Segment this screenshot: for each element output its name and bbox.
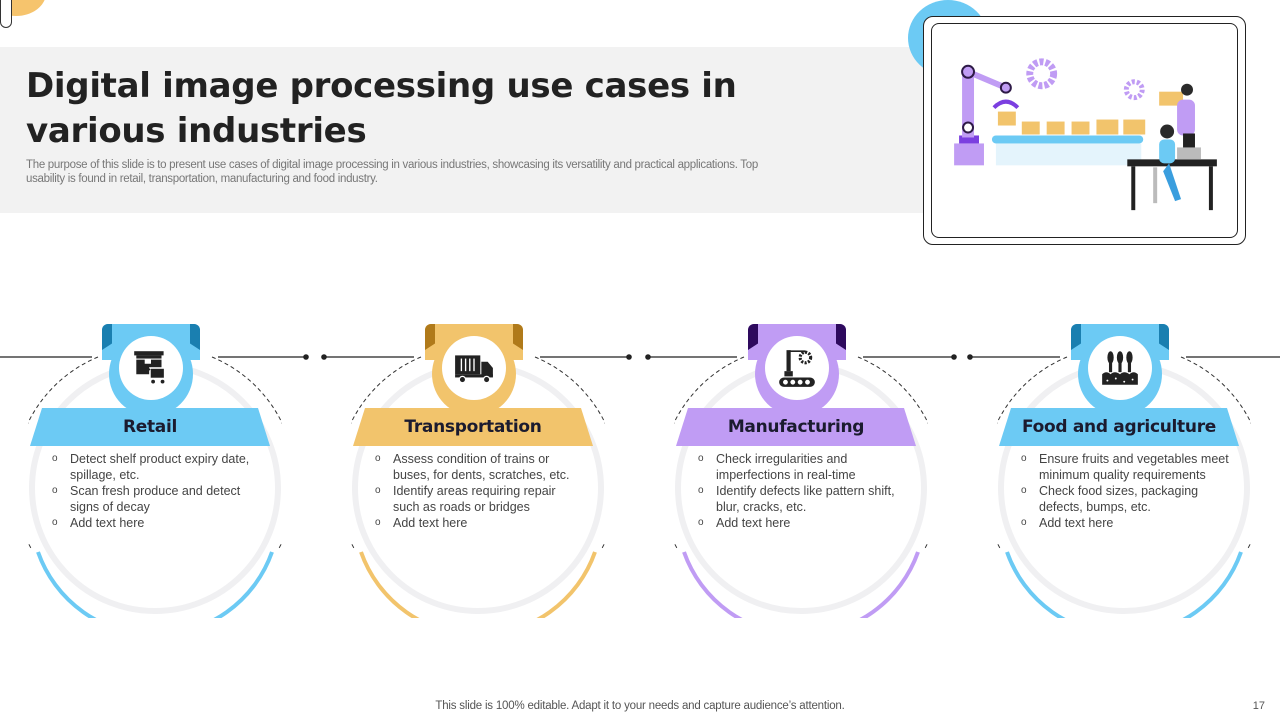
use-case-card-retail: Retail Detect shelf product expiry date,… — [14, 324, 294, 620]
card-bullet-list: Assess condition of trains or buses, for… — [375, 451, 585, 531]
corner-decoration-pill — [0, 0, 12, 28]
shop-cart-icon — [119, 336, 183, 400]
truck-icon — [442, 336, 506, 400]
card-accent-arc — [682, 551, 920, 618]
woman-legs — [1163, 163, 1182, 202]
card-tab-fold-right — [190, 324, 200, 350]
card-tab-fold-left — [425, 324, 435, 350]
card-bullet-list: Ensure fruits and vegetables meet minimu… — [1021, 451, 1231, 531]
connector-dot — [967, 354, 973, 360]
card-bullet-item: Add text here — [1021, 515, 1231, 531]
desk-leg — [1208, 166, 1213, 211]
gear-large-icon — [1026, 58, 1058, 90]
card-bullet-item: Identify areas requiring repair such as … — [375, 483, 585, 515]
robot-base — [954, 143, 984, 166]
card-tab-fold-left — [1071, 324, 1081, 350]
card-icon-badge — [755, 332, 839, 416]
card-icon-badge — [109, 332, 193, 416]
box — [1046, 121, 1065, 135]
connector-dot — [321, 354, 327, 360]
card-accent-arc — [359, 551, 597, 618]
conveyor-base — [995, 143, 1142, 166]
card-bullet-item: Ensure fruits and vegetables meet minimu… — [1021, 451, 1231, 483]
slide-subtitle: The purpose of this slide is to present … — [26, 159, 758, 185]
man-legs — [1183, 133, 1195, 156]
connector-dot — [626, 354, 632, 360]
slide-title: Digital image processing use cases in va… — [26, 66, 737, 151]
page-number: 17 — [1252, 700, 1265, 712]
card-icon-badge — [432, 332, 516, 416]
woman-body — [1159, 139, 1176, 164]
card-title: Manufacturing — [727, 417, 865, 437]
woman-head — [1160, 124, 1175, 139]
robot-joint-top — [961, 64, 976, 79]
card-tab-fold-right — [1159, 324, 1169, 350]
connector-dot — [303, 354, 309, 360]
box — [1096, 119, 1119, 135]
card-bullet-item: Assess condition of trains or buses, for… — [375, 451, 585, 483]
card-bullet-item: Check food sizes, packaging defects, bum… — [1021, 483, 1231, 515]
card-bullet-list: Check irregularities and imperfections i… — [698, 451, 908, 531]
robot-base-top — [959, 135, 979, 144]
card-bullet-item: Add text here — [698, 515, 908, 531]
card-title-banner: Food and agriculture — [999, 408, 1239, 446]
card-tab-fold-left — [102, 324, 112, 350]
card-accent-arc — [36, 551, 274, 618]
card-bullet-item: Add text here — [375, 515, 585, 531]
robotic-arm-conveyor-icon — [765, 336, 829, 400]
card-tab-fold-right — [513, 324, 523, 350]
card-bullet-item: Check irregularities and imperfections i… — [698, 451, 908, 483]
card-tab-fold-left — [748, 324, 758, 350]
card-title: Retail — [122, 417, 178, 437]
factory-conveyor-illustration — [931, 23, 1238, 238]
card-bullet-item: Detect shelf product expiry date, spilla… — [52, 451, 262, 483]
card-title-banner: Transportation — [353, 408, 593, 446]
card-title: Food and agriculture — [1021, 417, 1217, 437]
conveyor-belt — [991, 135, 1144, 144]
man-head — [1181, 83, 1193, 96]
card-title: Transportation — [404, 417, 542, 437]
box — [1123, 119, 1146, 135]
crops-plant-icon — [1088, 336, 1152, 400]
robot-column — [962, 75, 975, 138]
connector-dot — [951, 354, 957, 360]
use-case-card-food-agriculture: Food and agriculture Ensure fruits and v… — [983, 324, 1263, 620]
desk-leg — [1131, 166, 1136, 211]
card-bullet-item: Scan fresh produce and detect signs of d… — [52, 483, 262, 515]
connector-dot — [645, 354, 651, 360]
illustration-frame — [923, 16, 1246, 245]
footer-note: This slide is 100% editable. Adapt it to… — [435, 700, 845, 712]
chair — [1153, 167, 1158, 204]
card-bullet-list: Detect shelf product expiry date, spilla… — [52, 451, 262, 531]
card-bullet-item: Add text here — [52, 515, 262, 531]
factory-illustration-svg — [954, 58, 1217, 211]
card-tab-fold-right — [836, 324, 846, 350]
use-case-card-manufacturing: Manufacturing Check irregularities and i… — [660, 324, 940, 620]
carried-box — [1159, 91, 1184, 106]
card-icon-badge — [1078, 332, 1162, 416]
card-title-banner: Manufacturing — [676, 408, 916, 446]
use-case-card-transportation: Transportation Assess condition of train… — [337, 324, 617, 620]
header-band — [0, 47, 925, 213]
card-title-banner: Retail — [30, 408, 270, 446]
robot-gripper — [992, 99, 1020, 110]
box — [1021, 121, 1040, 135]
card-accent-arc — [1005, 551, 1243, 618]
man-body — [1177, 99, 1195, 136]
box — [1071, 121, 1090, 135]
robot-joint-elbow — [999, 81, 1012, 94]
robot-joint-lower — [962, 121, 975, 134]
box — [997, 111, 1016, 126]
card-bullet-item: Identify defects like pattern shift, blu… — [698, 483, 908, 515]
gear-small-icon — [1123, 79, 1145, 101]
laptop — [1177, 147, 1201, 160]
